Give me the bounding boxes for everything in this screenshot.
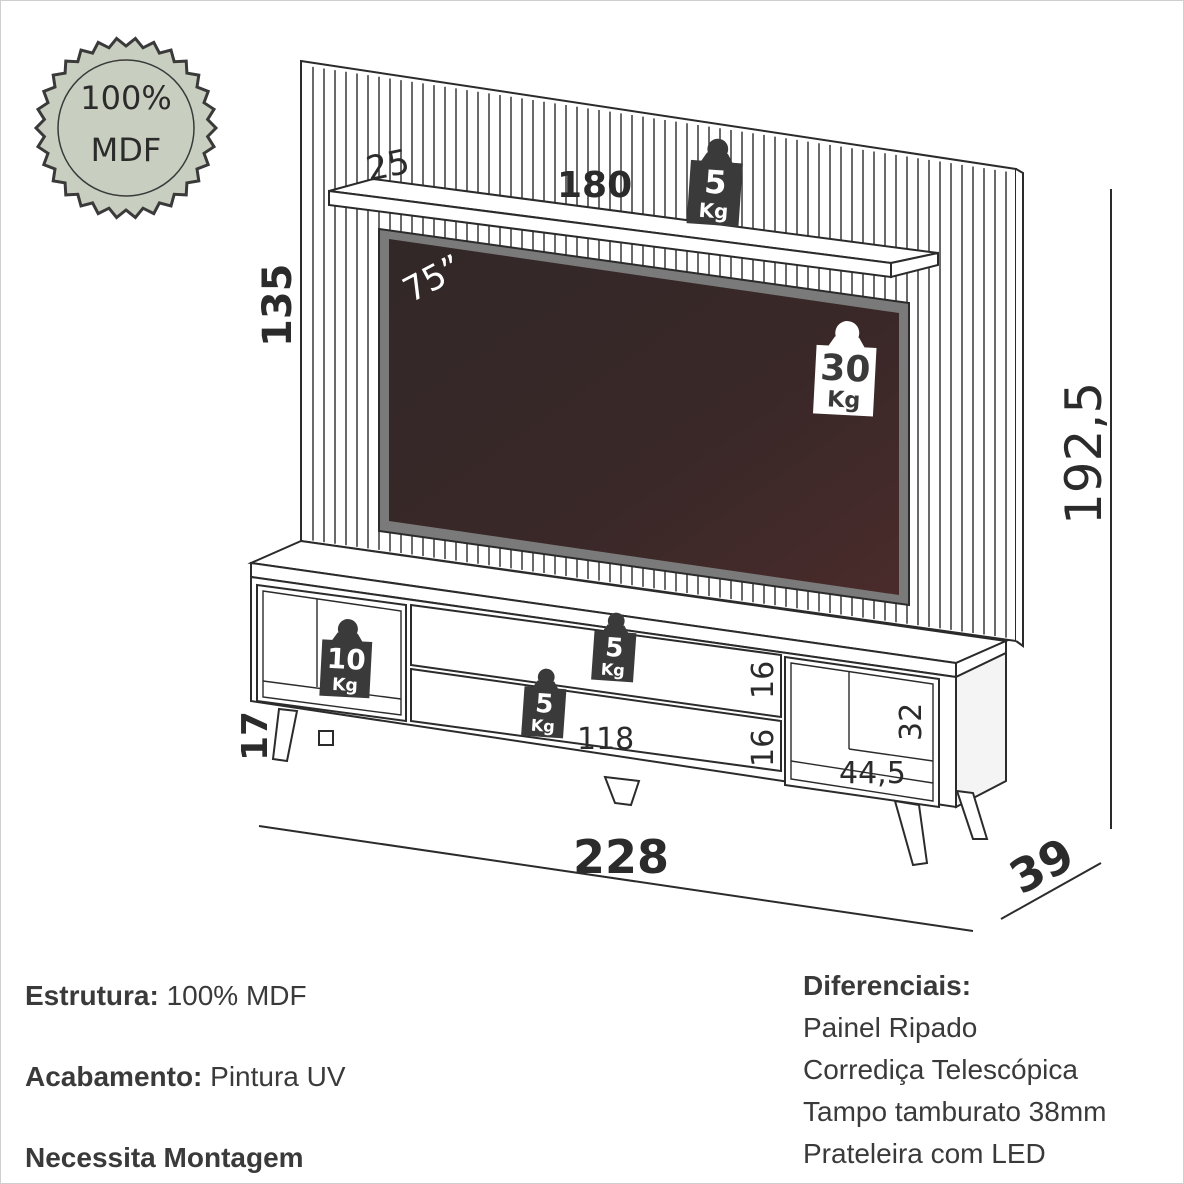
weight-unit: Kg (698, 199, 729, 224)
structure-value: 100% MDF (158, 980, 307, 1011)
weight-value: 5 (703, 163, 728, 202)
weight-tag-icon (686, 152, 743, 227)
assembly-note: Necessita Montagem (25, 1142, 304, 1173)
leg-height-dim: 17 (235, 711, 276, 761)
weight-tag-drawer-bottom: 5Kg (521, 668, 567, 739)
weight-tag-icon (521, 680, 567, 739)
weight-tag-shelf: 5Kg (686, 138, 743, 227)
drawer-height-bottom-dim: 16 (746, 729, 781, 767)
niche-width-dim: 44,5 (839, 756, 906, 791)
structure-label: Estrutura: (25, 980, 159, 1011)
niche-height-dim: 32 (894, 703, 929, 741)
badge-line-2: MDF (91, 131, 162, 169)
weight-tag-icon (813, 336, 877, 417)
shelf-width-dim: 180 (557, 165, 632, 206)
weight-tag-drawer-top: 5Kg (591, 612, 637, 683)
differential-item: Painel Ripado (803, 1012, 978, 1043)
spec-list: Estrutura: 100% MDF Acabamento: Pintura … (25, 975, 346, 1179)
differentials-list: Diferenciais: Painel Ripado Corrediça Te… (803, 965, 1106, 1175)
total-height-dim: 192,5 (1055, 382, 1113, 525)
drawer-width-dim: 118 (577, 722, 634, 757)
weight-value: 5 (604, 633, 624, 664)
dimension-lines (258, 189, 1112, 932)
mdf-badge: 100% MDF (33, 36, 219, 220)
panel-height-dim: 135 (255, 264, 301, 348)
drawer-height-top-dim: 16 (746, 661, 781, 699)
badge-line-1: 100% (80, 79, 171, 117)
differential-item: Tampo tamburato 38mm (803, 1096, 1107, 1127)
weight-unit: Kg (331, 675, 358, 696)
weight-unit: Kg (600, 660, 625, 681)
weight-value: 30 (819, 347, 871, 391)
finish-label: Acabamento: (25, 1061, 203, 1092)
differential-item: Corrediça Telescópica (803, 1054, 1078, 1085)
weight-tag-icon (319, 632, 373, 699)
shelf-depth-dim: 25 (363, 142, 414, 190)
top-shelf (328, 177, 939, 279)
furniture-drawing: 100% MDF 75” (33, 36, 1113, 932)
weight-value: 10 (326, 642, 367, 677)
badge-seal-icon (33, 36, 219, 220)
weight-value: 5 (534, 689, 554, 720)
weight-unit: Kg (826, 386, 861, 414)
differentials-title: Diferenciais: (803, 970, 972, 1001)
finish-value: Pintura UV (202, 1061, 346, 1092)
tv-screen: 75” (378, 227, 910, 607)
weight-unit: Kg (530, 716, 555, 737)
differential-item: Prateleira com LED (803, 1138, 1046, 1169)
depth-dim: 39 (1001, 827, 1083, 905)
weight-tag-icon (591, 624, 637, 683)
total-width-dim: 228 (573, 830, 669, 884)
